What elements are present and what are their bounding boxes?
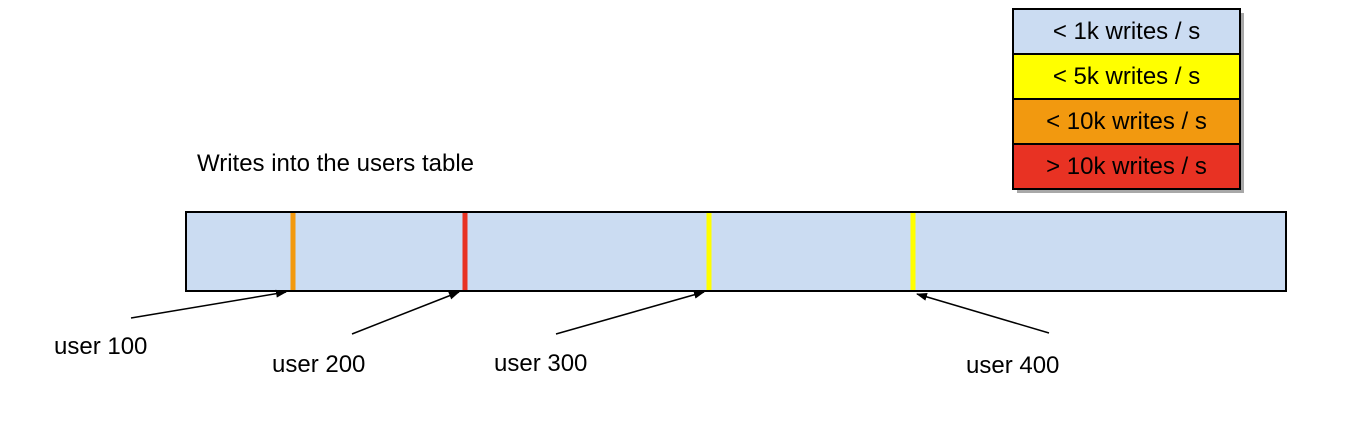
legend-item-lt-5k: < 5k writes / s bbox=[1012, 53, 1241, 100]
arrow-user-400 bbox=[916, 292, 1050, 334]
marker-tick-user-100 bbox=[290, 213, 296, 290]
marker-tick-user-300 bbox=[706, 213, 712, 290]
user-200-label: user 200 bbox=[272, 351, 366, 378]
users-table-keyspace-bar bbox=[185, 211, 1287, 292]
user-100-label: user 100 bbox=[54, 333, 148, 360]
arrow-user-100 bbox=[130, 289, 287, 319]
arrow-user-200 bbox=[351, 291, 460, 335]
legend-item-gt-10k: > 10k writes / s bbox=[1012, 143, 1241, 190]
marker-tick-user-200 bbox=[462, 213, 468, 290]
user-400-label: user 400 bbox=[966, 352, 1060, 379]
marker-tick-user-400 bbox=[910, 213, 916, 290]
user-300-label: user 300 bbox=[494, 350, 588, 377]
arrow-user-300 bbox=[555, 290, 705, 335]
diagram-title: Writes into the users table bbox=[197, 150, 475, 177]
legend-item-lt-10k: < 10k writes / s bbox=[1012, 98, 1241, 145]
write-rate-legend: < 1k writes / s < 5k writes / s < 10k wr… bbox=[1012, 8, 1241, 190]
legend-item-lt-1k: < 1k writes / s bbox=[1012, 8, 1241, 55]
